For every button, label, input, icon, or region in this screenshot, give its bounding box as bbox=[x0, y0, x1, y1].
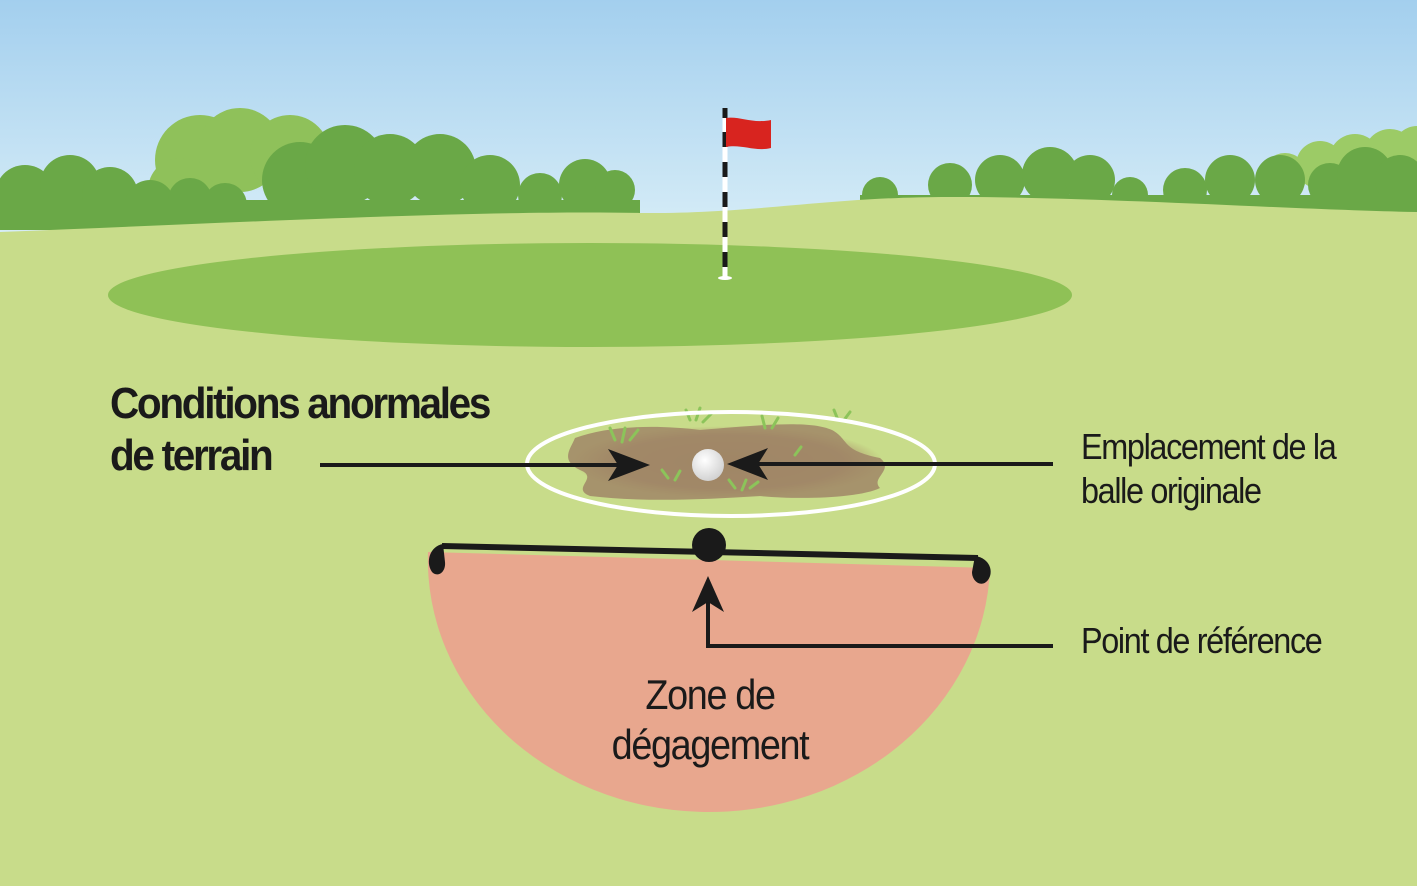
putting-green bbox=[108, 243, 1072, 347]
reference-point-label: Point de référence bbox=[1081, 619, 1323, 663]
conditions-label-line1: Conditions anormales bbox=[110, 379, 491, 428]
arrow-ball-location bbox=[727, 448, 1053, 480]
tree-line-left bbox=[0, 108, 640, 230]
conditions-label-line2: de terrain bbox=[110, 431, 274, 480]
relief-zone-label-line2: dégagement bbox=[611, 721, 810, 768]
abnormal-ground-condition bbox=[525, 406, 937, 518]
relief-zone-label-line1: Zone de bbox=[645, 671, 776, 718]
reference-point-icon bbox=[692, 528, 726, 562]
flag-icon bbox=[718, 108, 771, 280]
ball-location-label: Emplacement de la balle originale bbox=[1081, 425, 1337, 513]
relief-zone-label: Zone de dégagement bbox=[575, 670, 845, 770]
ball-location-label-line2: balle originale bbox=[1081, 470, 1262, 511]
arrow-conditions bbox=[320, 449, 650, 481]
relief-zone bbox=[427, 552, 991, 813]
conditions-label: Conditions anormales de terrain bbox=[110, 378, 491, 482]
reference-point-label-text: Point de référence bbox=[1081, 620, 1323, 661]
ball-location-label-line1: Emplacement de la bbox=[1081, 426, 1337, 467]
golf-ball-icon bbox=[692, 449, 724, 481]
arrow-reference-point bbox=[692, 576, 1053, 648]
